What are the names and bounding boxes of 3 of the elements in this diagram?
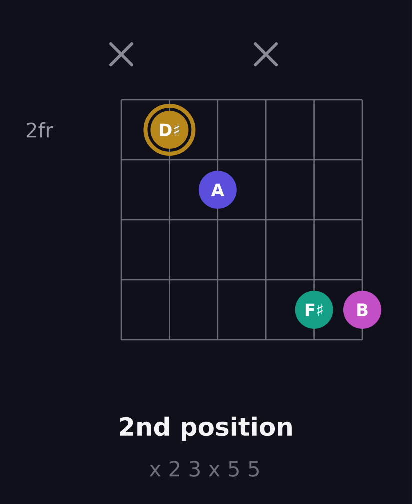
title: 2nd position: [120, 416, 292, 442]
fingering: x 2 3 x 5 5: [150, 461, 259, 477]
fret-number: 2fr: [26, 122, 54, 138]
